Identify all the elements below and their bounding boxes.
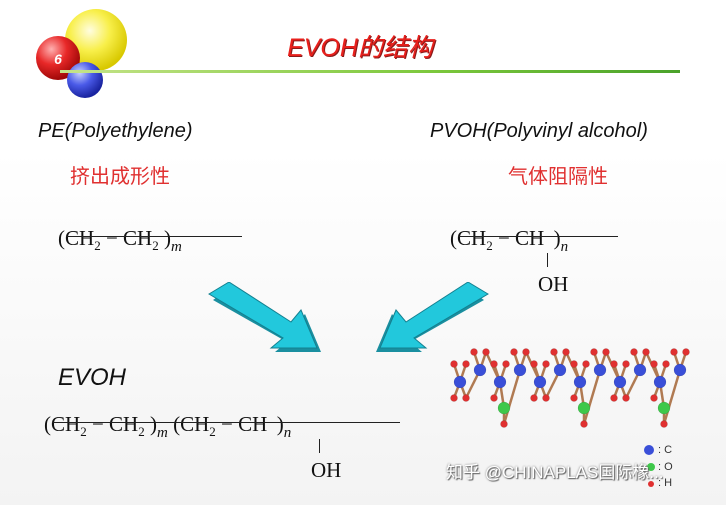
evoh-formula: (CH2 − CH2 )m (CH2 − CH )n [44,412,292,441]
hydrogen-atom [530,360,538,368]
evoh-molecule-model [450,348,690,428]
carbon-atom [593,363,607,377]
evoh-index-n: n [283,425,292,441]
hydrogen-atom [670,348,678,356]
pvoh-ch: CH [515,226,545,250]
hydrogen-atom [562,348,570,356]
hydrogen-atom [570,360,578,368]
hydrogen-atom [682,348,690,356]
pvoh-name: PVOH(Polyvinyl alcohol) [430,120,648,142]
oxygen-atom [577,401,591,415]
oxygen-atom [657,401,671,415]
title-divider [60,70,680,73]
hydrogen-atom [650,360,658,368]
hydrogen-atom [482,348,490,356]
molecule-bond [662,369,682,425]
badge-bubbles: 6 [36,9,127,98]
hydrogen-atom [450,360,458,368]
hydrogen-atom [490,394,498,402]
carbon-atom [473,363,487,377]
hydrogen-atom [490,360,498,368]
hydrogen-atom [602,348,610,356]
legend-carbon-icon [644,445,654,455]
hydrogen-atom [542,360,550,368]
evoh-formula-overline [52,422,400,423]
legend-hydrogen: : H [658,477,673,489]
watermark: 知乎 @CHINAPLAS国际橡... [446,463,664,482]
hydrogen-atom [610,360,618,368]
hydrogen-atom [642,348,650,356]
molecule-bond [582,369,602,425]
hydrogen-atom [542,394,550,402]
oxygen-atom [497,401,511,415]
hydrogen-atom [502,360,510,368]
hydrogen-atom [522,348,530,356]
carbon-atom [533,375,547,389]
carbon-atom [653,375,667,389]
carbon-atom [613,375,627,389]
carbon-atom [633,363,647,377]
pvoh-oh: OH [538,272,569,296]
hydrogen-atom [500,420,508,428]
legend-carbon: : C [658,444,673,456]
hydrogen-atom [580,420,588,428]
carbon-atom [493,375,507,389]
evoh-ch: CH [238,412,268,436]
hydrogen-atom [622,394,630,402]
hydrogen-atom [462,394,470,402]
evoh-ch2-1: CH [51,412,81,436]
molecule-bond [502,369,522,425]
left-arrow-icon [208,282,321,352]
pvoh-formula: (CH2 − CH )n [450,226,569,255]
evoh-index-m: m [156,425,168,441]
pvoh-index: n [560,239,569,255]
pe-property: 挤出成形性 [70,166,170,188]
legend-oxygen-icon [647,463,655,471]
legend-oxygen: : O [658,461,673,473]
carbon-atom [673,363,687,377]
evoh-label: EVOH [58,364,127,391]
hydrogen-atom [622,360,630,368]
pvoh-formula-overline [458,236,618,237]
hydrogen-atom [462,360,470,368]
carbon-atom [513,363,527,377]
hydrogen-atom [510,348,518,356]
pe-index: m [170,239,182,255]
slide-title: EVOH的结构 [287,34,433,62]
evoh-ch2-3: CH [180,412,210,436]
pvoh-oh-bond [547,253,548,267]
carbon-atom [573,375,587,389]
pe-name: PE(Polyethylene) [38,120,193,142]
hydrogen-atom [660,420,668,428]
hydrogen-atom [630,348,638,356]
pe-ch2-2: CH [123,226,153,250]
hydrogen-atom [662,360,670,368]
hydrogen-atom [470,348,478,356]
pe-formula: (CH2 − CH2 )m [58,226,182,255]
hydrogen-atom [550,348,558,356]
pe-formula-overline [66,236,242,237]
right-arrow-icon [376,282,489,352]
badge-number: 6 [54,51,62,67]
evoh-ch2-2: CH [109,412,139,436]
hydrogen-atom [530,394,538,402]
hydrogen-atom [610,394,618,402]
hydrogen-atom [590,348,598,356]
hydrogen-atom [450,394,458,402]
legend-hydrogen-icon [648,481,654,487]
hydrogen-atom [582,360,590,368]
pe-ch2-1: CH [65,226,95,250]
pvoh-ch2: CH [457,226,487,250]
hydrogen-atom [570,394,578,402]
carbon-atom [553,363,567,377]
evoh-oh-bond [319,439,320,453]
evoh-oh: OH [311,458,342,482]
pvoh-property: 气体阻隔性 [508,166,608,188]
hydrogen-atom [650,394,658,402]
carbon-atom [453,375,467,389]
